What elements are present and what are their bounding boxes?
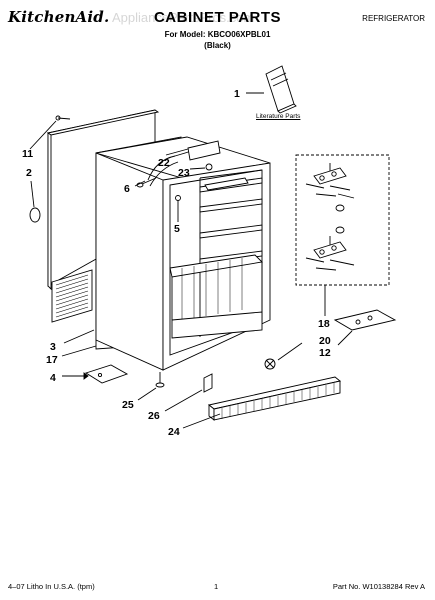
leveling-leg: [155, 372, 165, 388]
toe-grille: [207, 376, 342, 421]
hinge-kit-box: [295, 154, 390, 286]
callout-26: 26: [148, 410, 160, 422]
bottom-bracket: [84, 364, 129, 384]
category-label: REFRIGERATOR: [362, 14, 425, 23]
callout-20: 20: [319, 335, 331, 347]
callout-12: 12: [319, 347, 331, 359]
color-line: (Black): [204, 41, 231, 50]
callout-18: 18: [318, 318, 330, 330]
callout-6: 6: [124, 183, 130, 195]
brand-logo: KitchenAid.: [8, 8, 110, 26]
footer-litho: 4–07 Litho In U.S.A. (tpm): [8, 582, 95, 591]
literature-parts-label: Literature Parts: [256, 113, 301, 120]
leveling-foot-20: [264, 358, 276, 370]
footer-page-number: 1: [214, 582, 219, 591]
plug-button: [29, 207, 41, 223]
toe-grille-clip: [203, 373, 213, 393]
callout-23: 23: [178, 167, 190, 179]
literature-booklet: [265, 65, 297, 114]
callout-5: 5: [174, 223, 180, 235]
callout-17: 17: [46, 354, 58, 366]
callout-3: 3: [50, 341, 56, 353]
callout-1: 1: [234, 88, 240, 100]
hinge-plate: [333, 309, 397, 331]
page-title: CABINET PARTS: [153, 9, 282, 26]
callout-24: 24: [168, 426, 180, 438]
callout-11: 11: [22, 148, 33, 160]
callout-2: 2: [26, 167, 32, 179]
callout-22: 22: [158, 157, 170, 169]
model-line: For Model: KBCO06XPBL01: [164, 30, 271, 39]
cabinet-body: [95, 136, 271, 371]
callout-4: 4: [50, 372, 56, 384]
screw-5: [175, 195, 181, 201]
control-assembly: [136, 140, 221, 188]
footer-part-number: Part No. W10138284 Rev A: [332, 582, 425, 591]
callout-25: 25: [122, 399, 134, 411]
screw-11: [55, 115, 71, 121]
